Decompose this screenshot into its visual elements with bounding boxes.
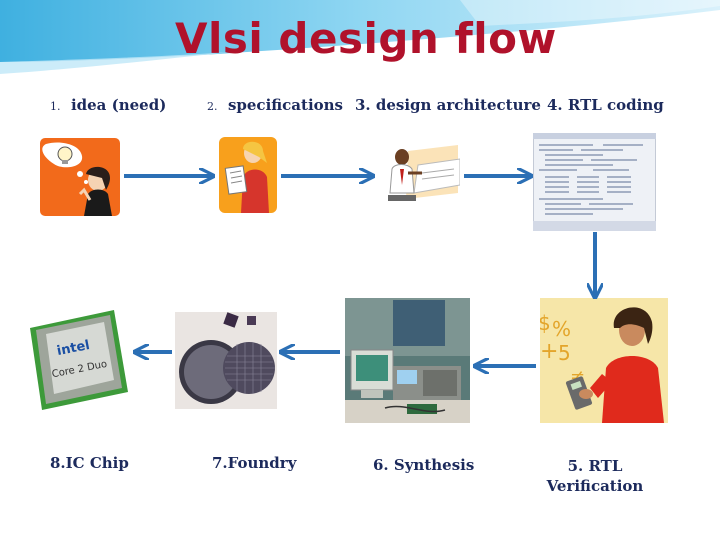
step-6-label: 6. Synthesis	[373, 456, 475, 474]
step-1-number: 1.	[50, 100, 61, 113]
step-3-label: 3. design architecture	[355, 96, 541, 114]
symbol-percent: %	[552, 317, 571, 341]
symbol-five: 5	[558, 341, 571, 365]
header-banner	[0, 0, 720, 74]
step-7-label: 7.Foundry	[212, 454, 297, 472]
wafer-icon	[175, 312, 277, 409]
symbol-dollar: $	[540, 311, 551, 335]
step-2-label: 2. specifications	[207, 96, 343, 114]
clipboard-icon	[219, 137, 277, 213]
step-2-number: 2.	[207, 100, 218, 113]
step-1-text: idea (need)	[70, 96, 167, 114]
step-5-line2: Verification	[546, 477, 644, 495]
calculator-icon: $ % + 5 ≠	[540, 298, 668, 423]
step-5-line1: 5. RTL	[567, 457, 623, 475]
step-5-label: 5. RTL Verification	[540, 456, 650, 496]
chip-brand: intel	[56, 338, 91, 359]
step-2-text: specifications	[227, 96, 344, 114]
drafting-icon	[378, 143, 460, 207]
lightbulb-idea-icon	[40, 138, 120, 216]
step-1-label: 1. idea (need)	[50, 96, 166, 114]
cpu-chip-icon: intel Core 2 Duo	[22, 306, 132, 414]
step-4-label: 4. RTL coding	[547, 96, 664, 114]
code-listing-icon	[533, 133, 656, 231]
lab-equipment-icon	[345, 298, 470, 423]
symbol-plus: +	[540, 339, 558, 364]
step-8-label: 8.IC Chip	[50, 454, 129, 472]
page-title: Vlsi design flow	[175, 14, 557, 63]
